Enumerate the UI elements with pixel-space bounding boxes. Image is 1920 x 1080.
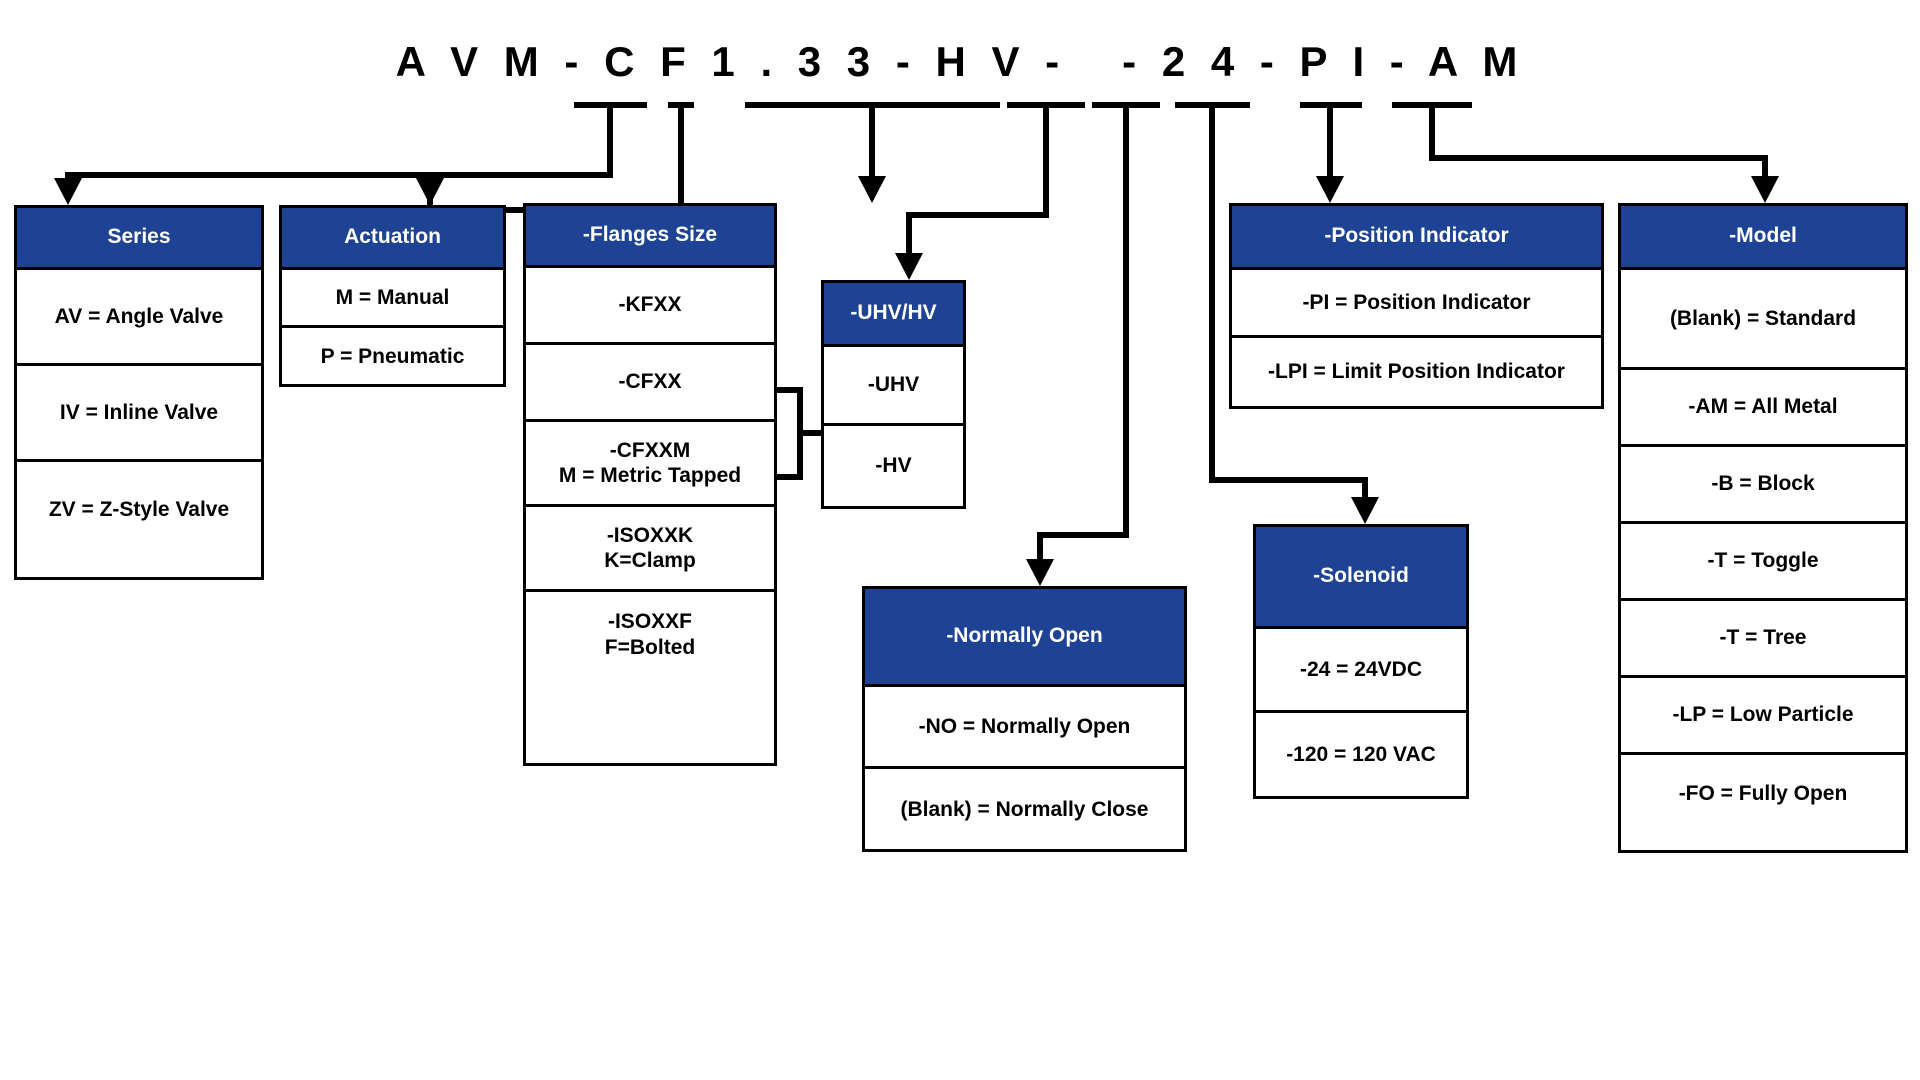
option-row[interactable]: AV = Angle Valve [17, 270, 261, 366]
category-box-series[interactable]: Series AV = Angle Valve IV = Inline Valv… [14, 205, 264, 580]
option-row[interactable]: -T = Tree [1621, 601, 1905, 678]
leader-series [65, 105, 613, 190]
arrow-uhvhv [895, 253, 923, 280]
arrow-actuation [416, 178, 444, 205]
box-header-flanges-size: -Flanges Size [526, 206, 774, 268]
box-header-uhv-hv: -UHV/HV [824, 283, 963, 347]
arrow-solenoid [1351, 497, 1379, 524]
arrow-flanges [858, 176, 886, 203]
box-header-actuation: Actuation [282, 208, 503, 270]
box-header-position-indicator: -Position Indicator [1232, 206, 1601, 270]
option-row[interactable]: -PI = Position Indicator [1232, 270, 1601, 338]
option-row[interactable]: -CFXXM M = Metric Tapped [526, 422, 774, 507]
arrow-series [54, 178, 82, 205]
part-number-title: A V M - C F 1 . 3 3 - H V - - 2 4 - P I … [395, 38, 1525, 85]
arrow-posind [1316, 176, 1344, 203]
box-header-solenoid: -Solenoid [1256, 527, 1466, 629]
option-row[interactable]: M = Manual [282, 270, 503, 328]
option-row[interactable]: -AM = All Metal [1621, 370, 1905, 447]
category-box-position-indicator[interactable]: -Position Indicator -PI = Position Indic… [1229, 203, 1604, 409]
option-row[interactable]: ZV = Z-Style Valve [48, 498, 230, 522]
option-row[interactable]: IV = Inline Valve [17, 366, 261, 462]
option-row[interactable]: -HV [875, 453, 912, 477]
category-box-uhv-hv[interactable]: -UHV/HV -UHV -HV [821, 280, 966, 509]
option-row[interactable]: -ISOXXK K=Clamp [526, 507, 774, 592]
arrow-model [1751, 176, 1779, 203]
category-box-solenoid[interactable]: -Solenoid -24 = 24VDC -120 = 120 VAC [1253, 524, 1469, 799]
leader-uhvhv [906, 105, 1049, 266]
category-box-flanges-size[interactable]: -Flanges Size -KFXX -CFXX -CFXXM M = Met… [523, 203, 777, 766]
option-row[interactable]: -T = Toggle [1621, 524, 1905, 601]
option-row[interactable]: -24 = 24VDC [1256, 629, 1466, 713]
leader-model [1429, 105, 1768, 188]
option-row[interactable]: -LPI = Limit Position Indicator [1268, 360, 1565, 384]
option-row[interactable]: -CFXX [526, 345, 774, 422]
box-header-normally-open: -Normally Open [865, 589, 1184, 687]
option-row[interactable]: -FO = Fully Open [1678, 781, 1848, 805]
option-row[interactable]: (Blank) = Normally Close [900, 798, 1149, 822]
option-row[interactable]: -120 = 120 VAC [1286, 743, 1436, 767]
leader-normallyopen [1037, 105, 1129, 572]
option-row[interactable]: -B = Block [1621, 447, 1905, 524]
option-row[interactable]: -KFXX [526, 268, 774, 345]
option-row[interactable]: -NO = Normally Open [865, 687, 1184, 769]
leader-actuation [427, 105, 684, 213]
bracket-cf-to-uhvhv [777, 387, 803, 480]
box-header-series: Series [17, 208, 261, 270]
category-box-normally-open[interactable]: -Normally Open -NO = Normally Open (Blan… [862, 586, 1187, 852]
option-row[interactable]: -LP = Low Particle [1621, 678, 1905, 755]
option-row[interactable]: (Blank) = Standard [1621, 270, 1905, 370]
category-box-actuation[interactable]: Actuation M = Manual P = Pneumatic [279, 205, 506, 387]
option-row[interactable]: -ISOXXF F=Bolted [604, 610, 696, 659]
option-row[interactable]: -UHV [824, 347, 963, 426]
arrow-normallyopen [1026, 559, 1054, 586]
box-header-model: -Model [1621, 206, 1905, 270]
category-box-model[interactable]: -Model (Blank) = Standard -AM = All Meta… [1618, 203, 1908, 853]
option-row[interactable]: P = Pneumatic [320, 345, 465, 369]
